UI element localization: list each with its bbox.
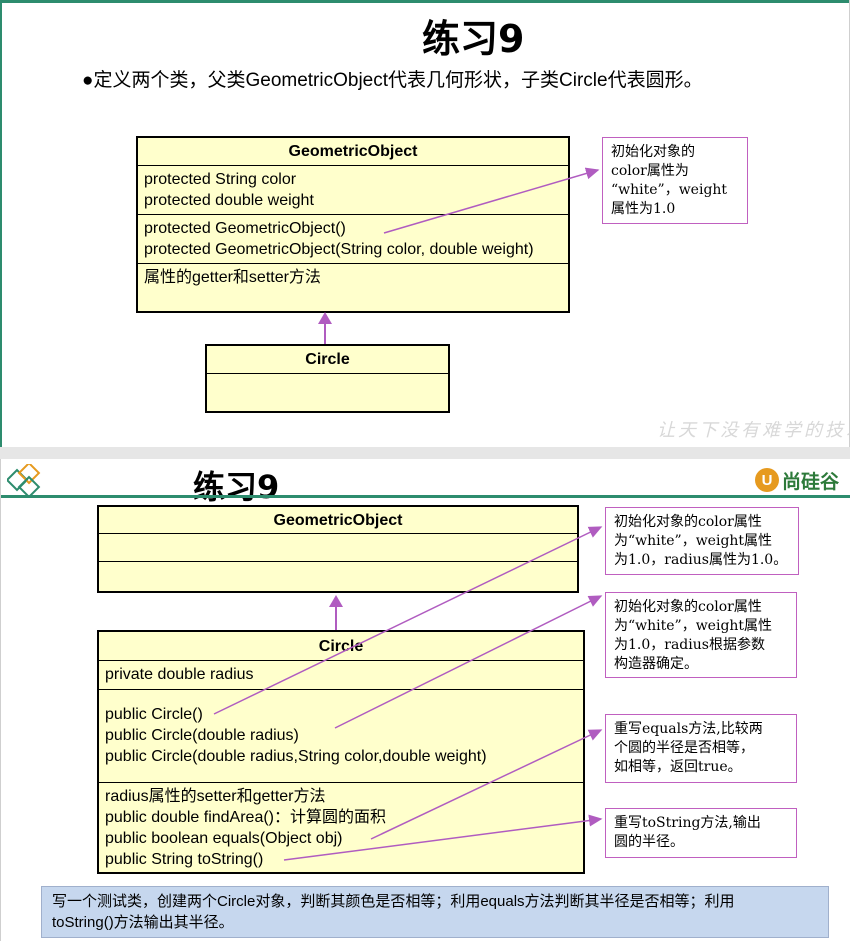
note-line: 为“white”，weight属性 [614, 618, 773, 634]
uml-class-circle: Circle [205, 344, 450, 413]
note-line: 初始化对象的 [611, 144, 695, 160]
note-line: 重写equals方法,比较两 [614, 721, 763, 737]
note-line: 重写toString方法,输出 [614, 815, 761, 831]
uml-class-circle: Circle private double radius public Circ… [97, 630, 585, 874]
slide-title: 练习9 [422, 17, 525, 61]
note-line: 为1.0，radius根据参数 [614, 637, 765, 653]
class-fields: protected String color protected double … [138, 166, 568, 215]
inheritance-arrowhead [329, 595, 343, 607]
class-methods [99, 562, 577, 591]
note-line: 初始化对象的color属性 [614, 599, 762, 615]
equals-note: 重写equals方法,比较两 个圆的半径是否相等， 如相等，返回true。 [605, 714, 797, 783]
class-name: GeometricObject [138, 138, 568, 166]
method: public double findArea()：计算圆的面积 [105, 809, 386, 826]
slide-separator [0, 447, 850, 459]
diamond-logo-icon [7, 464, 41, 498]
slide-2: 练习9 U 尚硅谷 GeometricObject Circle private… [0, 459, 850, 941]
brand-logo: U 尚硅谷 [755, 467, 839, 493]
instruction-line: 写一个测试类，创建两个Circle对象，判断其颜色是否相等；利用equals方法… [52, 893, 735, 910]
field: protected String color [144, 171, 297, 188]
param-constructor-note: 初始化对象的color属性 为“white”，weight属性 为1.0，rad… [605, 592, 797, 678]
note-line: 个圆的半径是否相等， [614, 740, 754, 756]
uml-class-geometricobject: GeometricObject protected String color p… [136, 136, 570, 313]
class-name: GeometricObject [99, 507, 577, 534]
brand-name: 尚硅谷 [782, 470, 840, 493]
constructor-note: 初始化对象的 color属性为 “white”，weight 属性为1.0 [602, 137, 748, 224]
class-methods: radius属性的setter和getter方法 public double f… [99, 783, 583, 873]
note-line: 如相等，返回true。 [614, 759, 742, 775]
note-line: 为1.0，radius属性为1.0。 [614, 552, 788, 568]
method: public boolean equals(Object obj) [105, 830, 343, 847]
top-accent-line [2, 0, 849, 3]
header-accent-line [1, 495, 850, 498]
brand-u-icon: U [755, 468, 779, 492]
class-fields [99, 534, 577, 562]
constructor: public Circle() [105, 706, 203, 723]
inheritance-arrowhead [318, 312, 332, 324]
field: protected double weight [144, 192, 314, 209]
class-fields: private double radius [99, 661, 583, 690]
constructor: public Circle(double radius) [105, 727, 299, 744]
instruction-line: toString()方法输出其半径。 [52, 914, 234, 931]
field: private double radius [105, 666, 254, 683]
note-line: 属性为1.0 [611, 201, 676, 217]
class-methods: 属性的getter和setter方法 [138, 264, 568, 291]
class-name: Circle [207, 346, 448, 374]
uml-class-geometricobject: GeometricObject [97, 505, 579, 593]
watermark: 让天下没有难学的技术 [657, 420, 850, 441]
note-line: 圆的半径。 [614, 834, 684, 850]
constructor: public Circle(double radius,String color… [105, 748, 487, 765]
class-body [207, 374, 448, 411]
class-constructors: public Circle() public Circle(double rad… [99, 690, 583, 783]
constructor: protected GeometricObject() [144, 220, 346, 237]
slide-1: 练习9 ●定义两个类，父类GeometricObject代表几何形状，子类Cir… [0, 0, 850, 447]
test-class-instructions: 写一个测试类，创建两个Circle对象，判断其颜色是否相等；利用equals方法… [41, 886, 829, 938]
tostring-note: 重写toString方法,输出 圆的半径。 [605, 808, 797, 858]
default-constructor-note: 初始化对象的color属性 为“white”，weight属性 为1.0，rad… [605, 507, 799, 575]
note-line: 构造器确定。 [614, 656, 698, 672]
method: public String toString() [105, 851, 264, 868]
slide-title: 练习9 [193, 468, 280, 506]
method: 属性的getter和setter方法 [144, 269, 321, 286]
note-line: 为“white”，weight属性 [614, 533, 773, 549]
bullet-text: ●定义两个类，父类GeometricObject代表几何形状，子类Circle代… [82, 70, 703, 91]
note-line: color属性为 [611, 163, 689, 179]
note-line: 初始化对象的color属性 [614, 514, 762, 530]
method: radius属性的setter和getter方法 [105, 788, 326, 805]
class-name: Circle [99, 633, 583, 661]
note-line: “white”，weight [611, 182, 728, 198]
class-constructors: protected GeometricObject() protected Ge… [138, 215, 568, 264]
constructor: protected GeometricObject(String color, … [144, 241, 534, 258]
